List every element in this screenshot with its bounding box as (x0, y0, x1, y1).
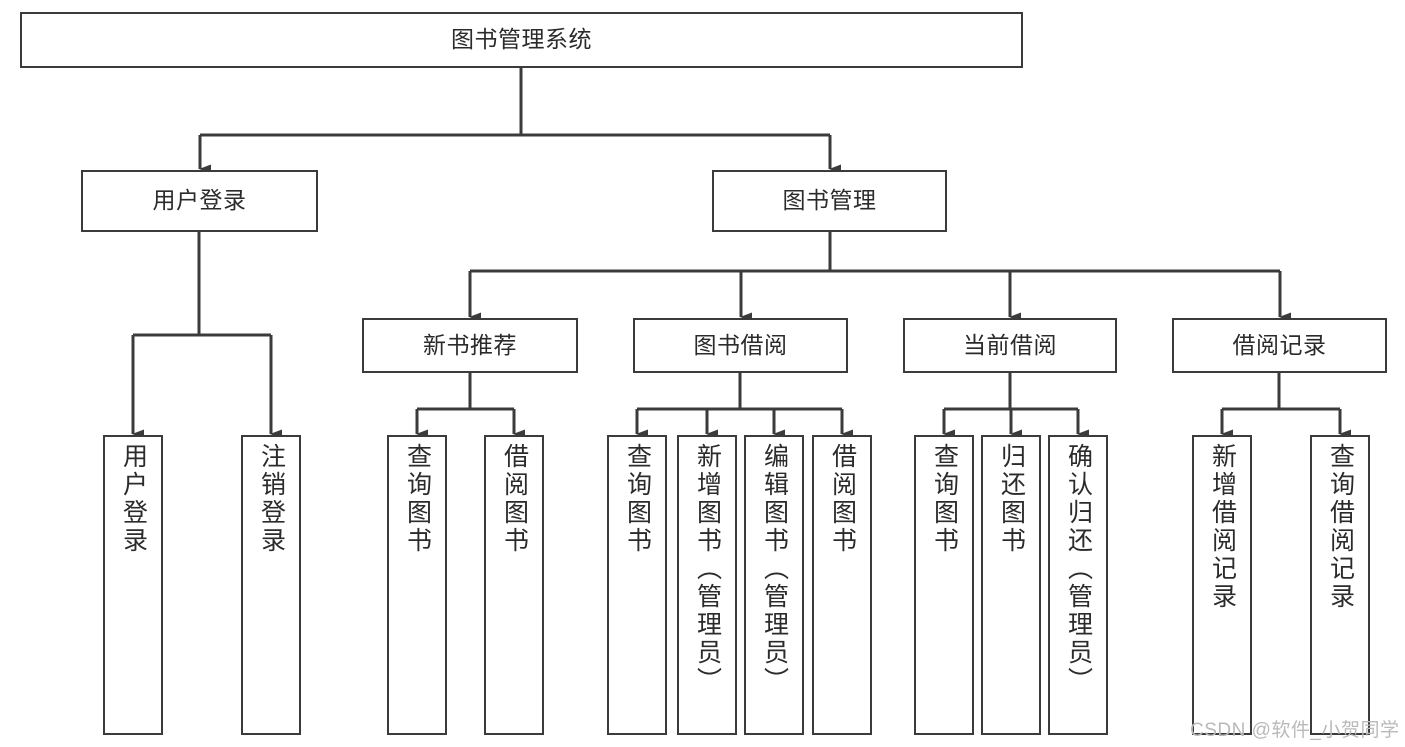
node-bor-borrow[interactable]: 借阅图书 (812, 435, 872, 735)
node-bor-query[interactable]: 查询图书 (607, 435, 667, 735)
node-label-logout: 注销登录 (257, 443, 286, 555)
node-recommend[interactable]: 新书推荐 (362, 318, 578, 373)
node-bookmgmt[interactable]: 图书管理 (712, 170, 947, 232)
edge-lines (131, 68, 1351, 439)
node-label-userlogin: 用户登录 (119, 443, 148, 555)
node-label-borrow: 图书借阅 (693, 331, 788, 358)
node-rcd-add[interactable]: 新增借阅记录 (1192, 435, 1252, 735)
node-records[interactable]: 借阅记录 (1172, 318, 1387, 373)
node-label-rcd-query: 查询借阅记录 (1326, 443, 1355, 611)
node-borrow[interactable]: 图书借阅 (633, 318, 848, 373)
node-label-cur-confirm: 确认归还（管理员） (1064, 443, 1093, 695)
node-label-login: 用户登录 (152, 187, 247, 214)
node-label-recommend: 新书推荐 (423, 331, 517, 358)
node-cur-return[interactable]: 归还图书 (981, 435, 1041, 735)
node-label-rcd-add: 新增借阅记录 (1208, 443, 1237, 611)
node-label-bor-add: 新增图书（管理员） (693, 443, 722, 695)
node-login[interactable]: 用户登录 (81, 170, 318, 232)
node-label-bor-borrow: 借阅图书 (828, 443, 857, 555)
node-label-records: 借阅记录 (1232, 331, 1327, 358)
node-rec-borrow[interactable]: 借阅图书 (484, 435, 544, 735)
node-label-rec-borrow: 借阅图书 (500, 443, 529, 555)
node-logout[interactable]: 注销登录 (241, 435, 301, 735)
node-label-root: 图书管理系统 (451, 26, 592, 53)
node-rcd-query[interactable]: 查询借阅记录 (1310, 435, 1370, 735)
node-rec-query[interactable]: 查询图书 (387, 435, 447, 735)
node-cur-query[interactable]: 查询图书 (914, 435, 974, 735)
node-label-current: 当前借阅 (963, 331, 1057, 358)
node-label-cur-query: 查询图书 (930, 443, 959, 555)
node-label-bor-edit: 编辑图书（管理员） (760, 443, 789, 695)
node-label-rec-query: 查询图书 (403, 443, 432, 555)
node-root[interactable]: 图书管理系统 (20, 12, 1023, 68)
node-label-bookmgmt: 图书管理 (782, 187, 877, 214)
node-current[interactable]: 当前借阅 (903, 318, 1117, 373)
node-label-bor-query: 查询图书 (623, 443, 652, 555)
node-bor-add[interactable]: 新增图书（管理员） (677, 435, 737, 735)
node-label-cur-return: 归还图书 (997, 443, 1026, 555)
node-cur-confirm[interactable]: 确认归还（管理员） (1048, 435, 1108, 735)
node-bor-edit[interactable]: 编辑图书（管理员） (744, 435, 804, 735)
node-userlogin[interactable]: 用户登录 (103, 435, 163, 735)
csdn-watermark: CSDN @软件_小贺同学 (1190, 720, 1400, 741)
